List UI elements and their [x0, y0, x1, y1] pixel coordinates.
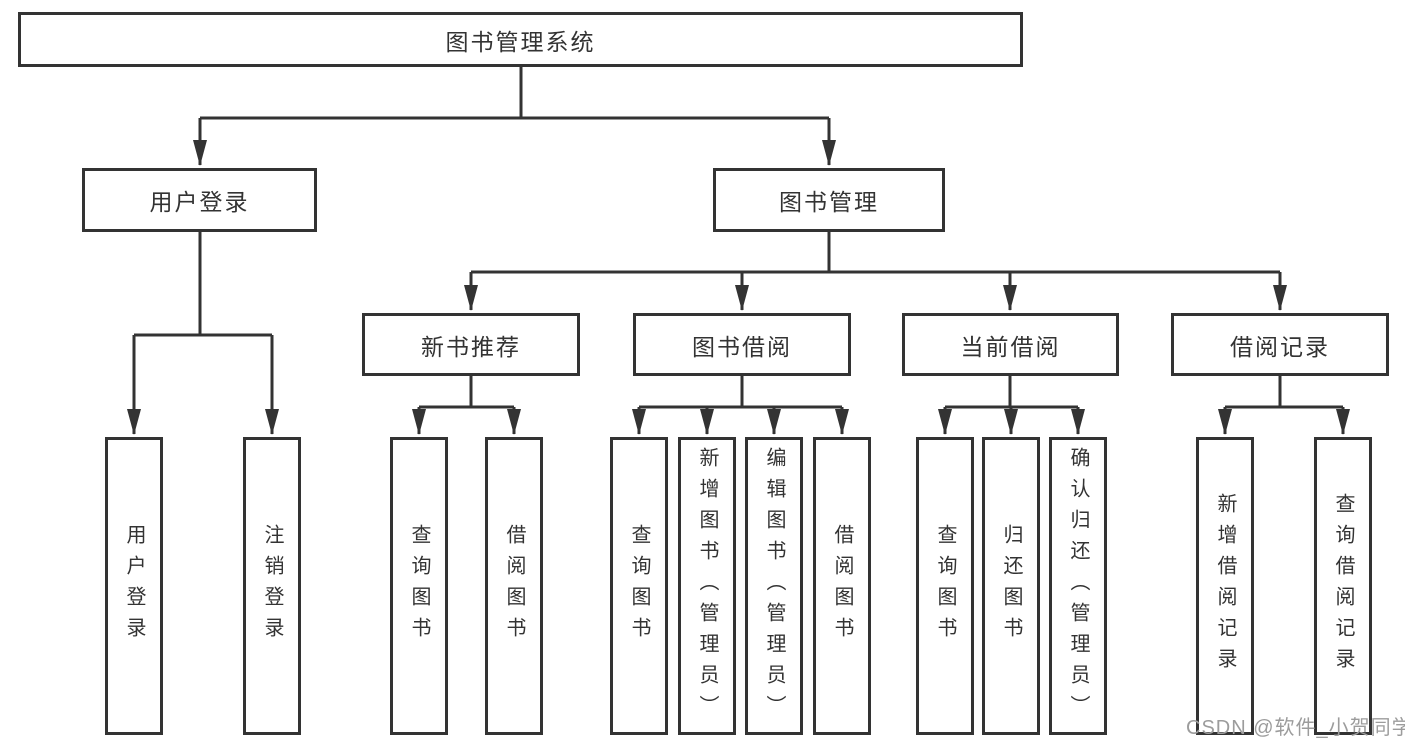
node-borrowing-records: 借阅记录	[1171, 313, 1389, 376]
leaf-query-books-recommend: 查询图书	[390, 437, 448, 735]
csdn-watermark: CSDN @软件_小贺同学	[1186, 717, 1405, 739]
leaf-query-books-current: 查询图书	[916, 437, 974, 735]
leaf-query-books-borrowing: 查询图书	[610, 437, 668, 735]
leaf-borrow-books-recommend: 借阅图书	[485, 437, 543, 735]
leaf-edit-books-admin: 编辑图书（管理员）	[745, 437, 803, 735]
leaf-add-books-admin: 新增图书（管理员）	[678, 437, 736, 735]
node-book-borrowing: 图书借阅	[633, 313, 851, 376]
node-library-system: 图书管理系统	[18, 12, 1023, 67]
leaf-user-login: 用户登录	[105, 437, 163, 735]
node-book-management: 图书管理	[713, 168, 945, 232]
leaf-query-borrow-record: 查询借阅记录	[1314, 437, 1372, 735]
node-user-login-branch: 用户登录	[82, 168, 317, 232]
leaf-add-borrow-record: 新增借阅记录	[1196, 437, 1254, 735]
node-current-borrowing: 当前借阅	[902, 313, 1119, 376]
leaf-return-books: 归还图书	[982, 437, 1040, 735]
leaf-logout: 注销登录	[243, 437, 301, 735]
leaf-borrow-books-borrowing: 借阅图书	[813, 437, 871, 735]
leaf-confirm-return-admin: 确认归还（管理员）	[1049, 437, 1107, 735]
node-new-book-recommend: 新书推荐	[362, 313, 580, 376]
